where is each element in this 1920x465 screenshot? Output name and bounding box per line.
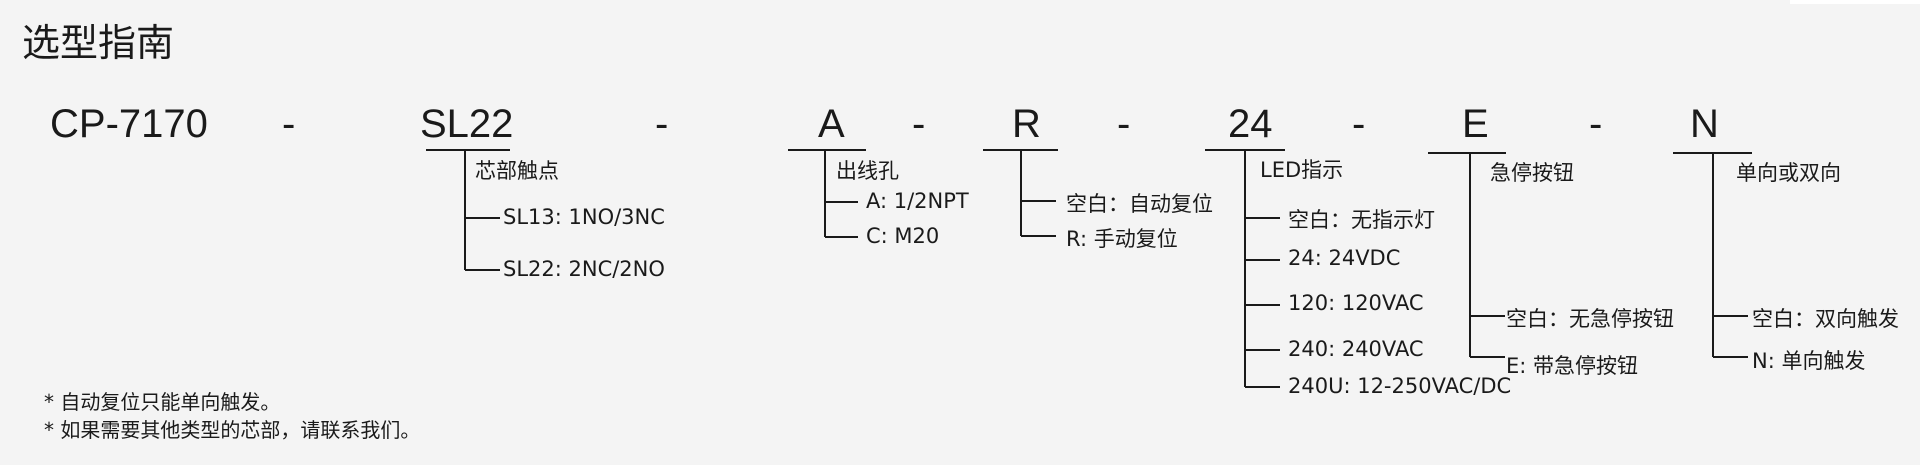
code-dash-3: - <box>912 102 926 146</box>
core-option-sl22: SL22: 2NC/2NO <box>503 257 665 281</box>
core-option-sl13: SL13: 1NO/3NC <box>503 205 665 229</box>
code-core: SL22 <box>420 102 514 146</box>
led-option-120: 120: 120VAC <box>1288 291 1424 315</box>
note-contact-us: * 如果需要其他类型的芯部，请联系我们。 <box>44 418 421 442</box>
core-heading: 芯部触点 <box>475 159 559 183</box>
reset-option-auto: 空白：自动复位 <box>1066 192 1213 216</box>
note-auto-reset: * 自动复位只能单向触发。 <box>44 390 281 414</box>
trigger-heading: 单向或双向 <box>1736 161 1841 185</box>
code-outlet: A <box>818 102 845 146</box>
led-option-none: 空白：无指示灯 <box>1288 208 1435 232</box>
outlet-option-c: C: M20 <box>866 224 940 248</box>
led-option-240: 240: 240VAC <box>1288 337 1424 361</box>
code-dash-6: - <box>1589 102 1603 146</box>
estop-heading: 急停按钮 <box>1490 161 1574 185</box>
code-estop: E <box>1462 102 1489 146</box>
code-dash-2: - <box>655 102 669 146</box>
code-base: CP-7170 <box>50 102 208 146</box>
outlet-heading: 出线孔 <box>836 159 899 183</box>
estop-option-e: E: 带急停按钮 <box>1506 354 1639 378</box>
code-dash-4: - <box>1117 102 1131 146</box>
trigger-option-single: N: 单向触发 <box>1752 349 1866 373</box>
outlet-option-a: A: 1/2NPT <box>866 189 969 213</box>
code-voltage: 24 <box>1228 102 1273 146</box>
code-dash-5: - <box>1352 102 1366 146</box>
page-title: 选型指南 <box>22 21 175 65</box>
led-option-240u: 240U: 12-250VAC/DC <box>1288 374 1512 398</box>
reset-option-manual: R: 手动复位 <box>1066 227 1178 251</box>
top-right-highlight <box>1790 0 1920 4</box>
estop-option-none: 空白：无急停按钮 <box>1506 307 1674 331</box>
code-trigger: N <box>1690 102 1719 146</box>
led-option-24: 24: 24VDC <box>1288 246 1401 270</box>
led-heading: LED指示 <box>1260 158 1344 182</box>
trigger-option-both: 空白：双向触发 <box>1752 307 1899 331</box>
code-reset: R <box>1012 102 1041 146</box>
code-dash-1: - <box>282 102 296 146</box>
